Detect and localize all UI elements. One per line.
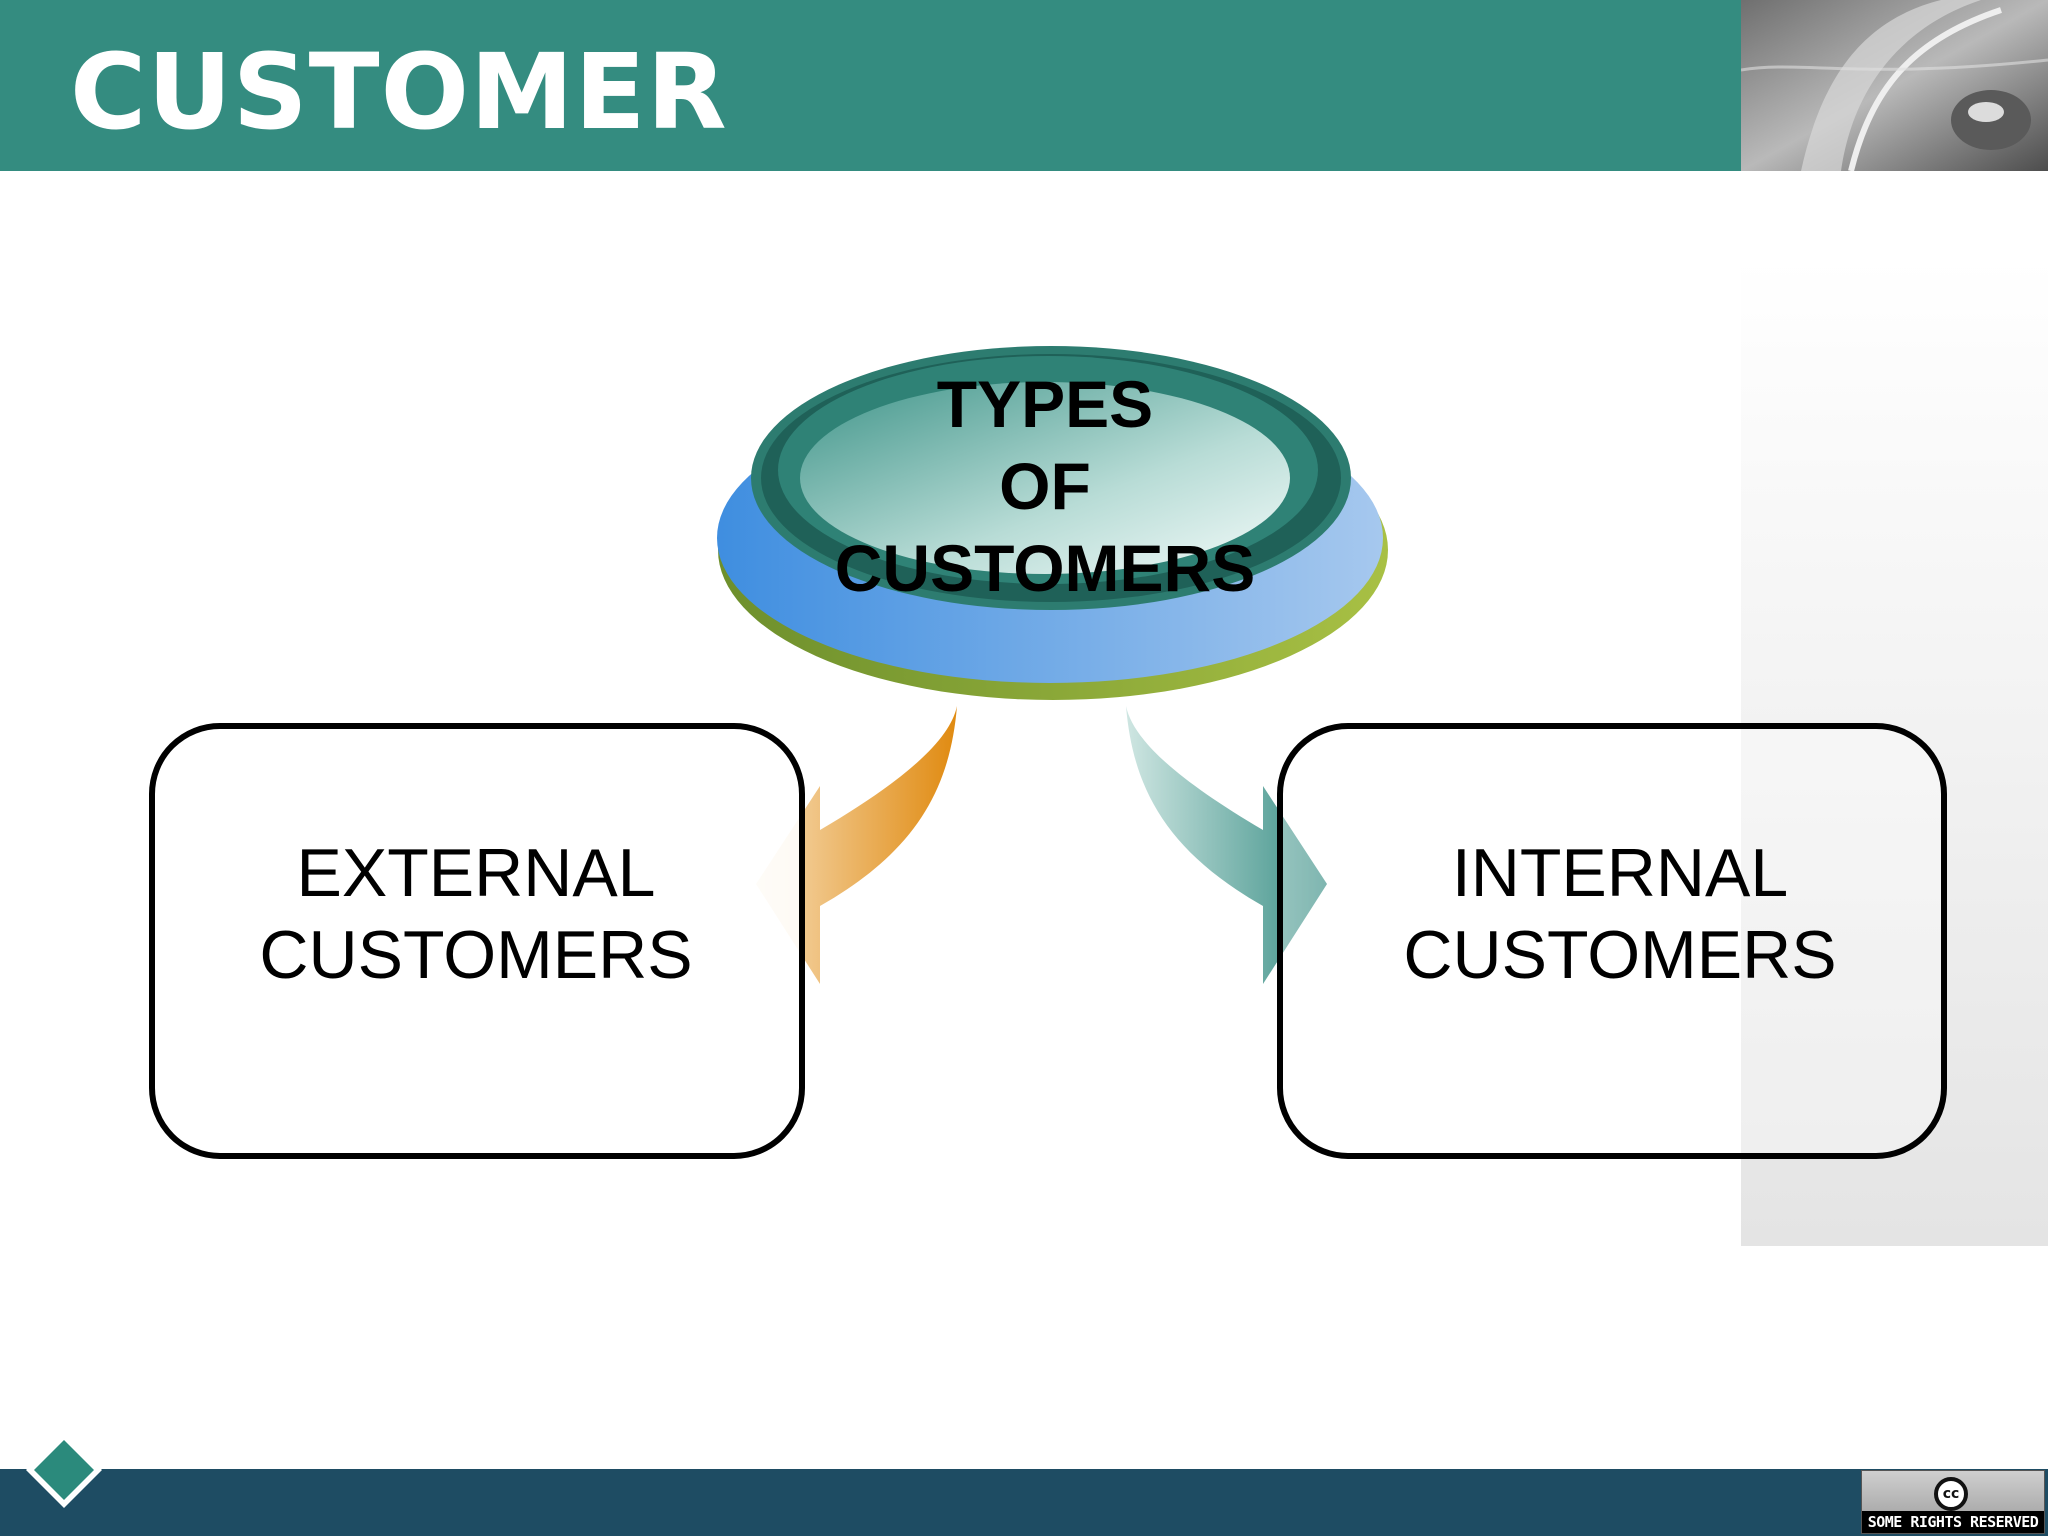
external-customers-label: EXTERNAL CUSTOMERS (196, 832, 756, 996)
title-bar (0, 0, 1741, 171)
left-arrow (756, 706, 957, 984)
internal-customers-label: INTERNAL CUSTOMERS (1340, 832, 1900, 996)
internal-customers-line2: CUSTOMERS (1403, 917, 1837, 993)
creative-commons-icon: cc (1934, 1477, 1968, 1511)
internal-customers-line1: INTERNAL (1451, 835, 1789, 911)
external-customers-line2: CUSTOMERS (259, 917, 693, 993)
right-arrow (1126, 706, 1327, 984)
slide-title: CUSTOMER (70, 31, 728, 153)
hub-ellipse (717, 346, 1388, 700)
internal-customers-box (1277, 723, 1947, 1159)
license-badge[interactable]: cc SOME RIGHTS RESERVED (1861, 1470, 2045, 1534)
hub-label-line2: OF (999, 449, 1091, 523)
external-customers-line1: EXTERNAL (296, 835, 656, 911)
corner-decorative-image (1741, 0, 2048, 171)
diamond-icon (26, 1432, 102, 1508)
hub-label: TYPES OF CUSTOMERS (780, 363, 1310, 609)
footer-bar (0, 1469, 2048, 1536)
hub-label-line3: CUSTOMERS (834, 531, 1256, 605)
external-customers-box (149, 723, 805, 1159)
hub-label-line1: TYPES (936, 367, 1154, 441)
license-badge-text: SOME RIGHTS RESERVED (1862, 1511, 2044, 1533)
side-gradient-panel (1741, 258, 2048, 1246)
